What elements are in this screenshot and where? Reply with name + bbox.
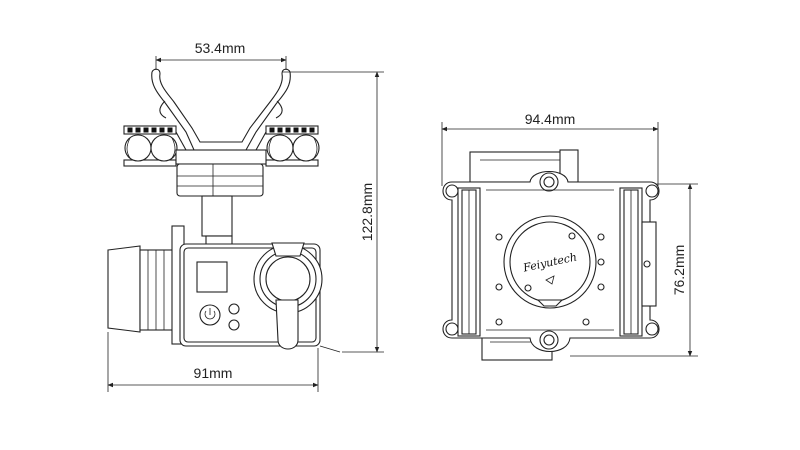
damper-right xyxy=(265,125,320,167)
camera-screen xyxy=(196,261,228,293)
screw xyxy=(597,233,605,241)
screw xyxy=(582,318,590,326)
dim-height-label: 122.8mm xyxy=(359,183,375,241)
dim-front-width: 94.4mm xyxy=(441,111,659,186)
dim-bottom-width-label: 91mm xyxy=(194,365,233,381)
dim-top-width: 53.4mm xyxy=(155,40,287,70)
side-rail-left xyxy=(457,187,481,337)
camera-lens-housing xyxy=(107,245,177,333)
dim-top-width-label: 53.4mm xyxy=(195,40,246,56)
screw xyxy=(495,233,503,241)
vertical-arm xyxy=(201,195,233,237)
dim-front-height-label: 76.2mm xyxy=(671,245,687,296)
front-view: Feiyutech 94.4mm 76.2mm xyxy=(441,111,698,361)
screw xyxy=(597,258,605,266)
side-view: 53.4mm 122.8mm 91mm xyxy=(107,40,384,392)
damper-left xyxy=(123,125,178,167)
screw xyxy=(597,283,605,291)
center-plate xyxy=(175,149,267,165)
mount-disc: Feiyutech xyxy=(503,215,597,309)
dim-front-height: 76.2mm xyxy=(570,183,698,357)
dim-bottom-width: 91mm xyxy=(107,332,319,392)
yaw-motor xyxy=(176,163,264,197)
dim-height: 122.8mm xyxy=(282,71,384,353)
camera-body xyxy=(179,242,341,353)
screw xyxy=(495,318,503,326)
screw xyxy=(495,283,503,291)
dim-front-width-label: 94.4mm xyxy=(525,111,576,127)
side-rail-right xyxy=(619,187,657,337)
